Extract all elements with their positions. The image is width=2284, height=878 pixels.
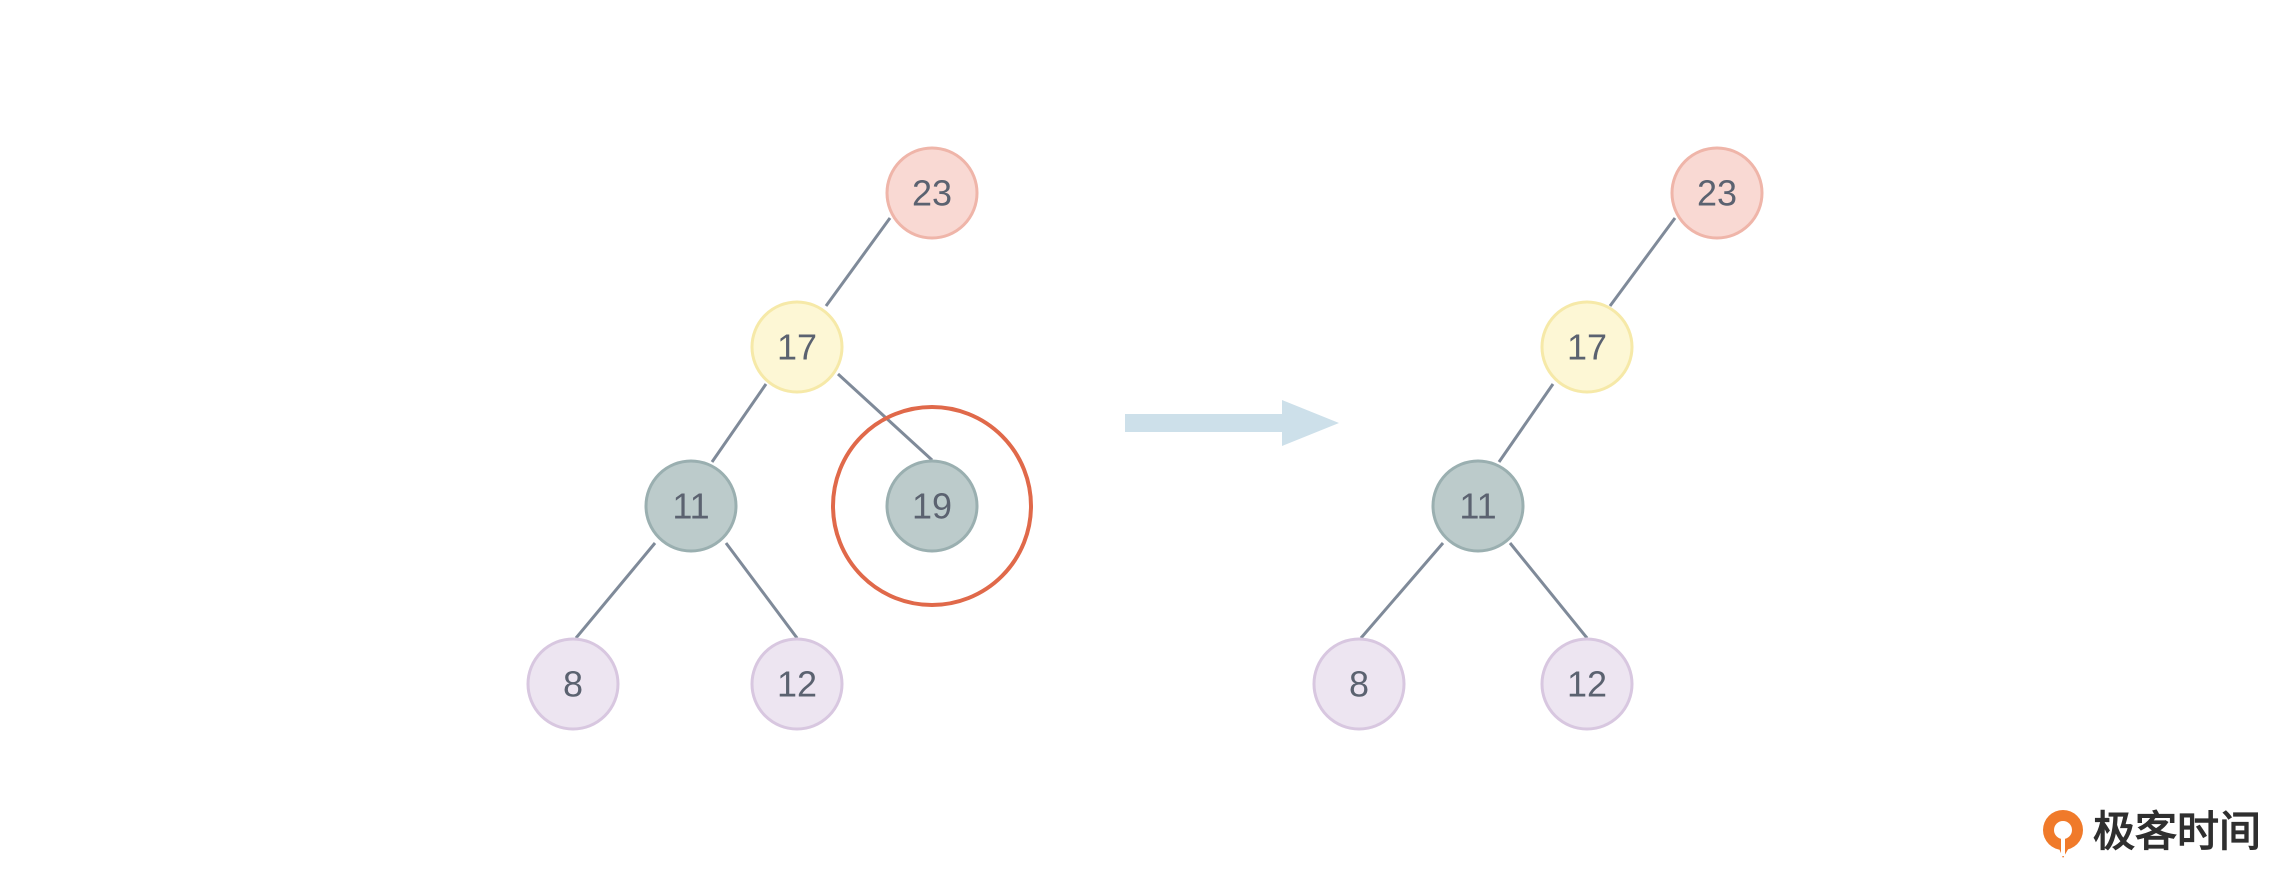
node-12: 12 (1540, 637, 1634, 731)
node-19: 19 (885, 459, 979, 553)
highlight-ring (831, 405, 1033, 607)
right-arrow-icon (1125, 400, 1339, 446)
node-23: 23 (885, 146, 979, 240)
node-23: 23 (1670, 146, 1764, 240)
node-label: 8 (563, 664, 583, 705)
node-label: 11 (1459, 486, 1496, 527)
edge-11-12 (724, 542, 799, 639)
before-tree: 23 17 11 19 8 12 (526, 146, 1033, 731)
node-label: 19 (912, 486, 952, 527)
edge-11-12 (1508, 542, 1589, 639)
node-label: 8 (1349, 664, 1369, 705)
node-11: 11 (644, 459, 738, 553)
node-label: 23 (912, 173, 952, 214)
node-8: 8 (1312, 637, 1406, 731)
node-17: 17 (1540, 300, 1634, 394)
after-tree: 23 17 11 8 12 (1312, 146, 1764, 731)
node-12: 12 (750, 637, 844, 731)
edge-17-11 (1497, 383, 1555, 463)
node-label: 23 (1697, 173, 1737, 214)
brand-name: 极客时间 (2093, 807, 2261, 856)
edge-23-17 (1608, 217, 1677, 307)
node-17: 17 (750, 300, 844, 394)
node-label: 17 (777, 327, 817, 368)
edge-17-11 (710, 383, 768, 463)
node-label: 12 (1567, 664, 1607, 705)
node-11: 11 (1431, 459, 1525, 553)
edge-11-8 (574, 542, 657, 639)
brand-logo: 极客时间 (2043, 807, 2261, 858)
node-label: 12 (777, 664, 817, 705)
node-8: 8 (526, 637, 620, 731)
geektime-logo-icon (2043, 810, 2083, 858)
edge-11-8 (1359, 542, 1445, 639)
node-label: 11 (672, 486, 709, 527)
edge-23-17 (824, 217, 892, 307)
node-label: 17 (1567, 327, 1607, 368)
